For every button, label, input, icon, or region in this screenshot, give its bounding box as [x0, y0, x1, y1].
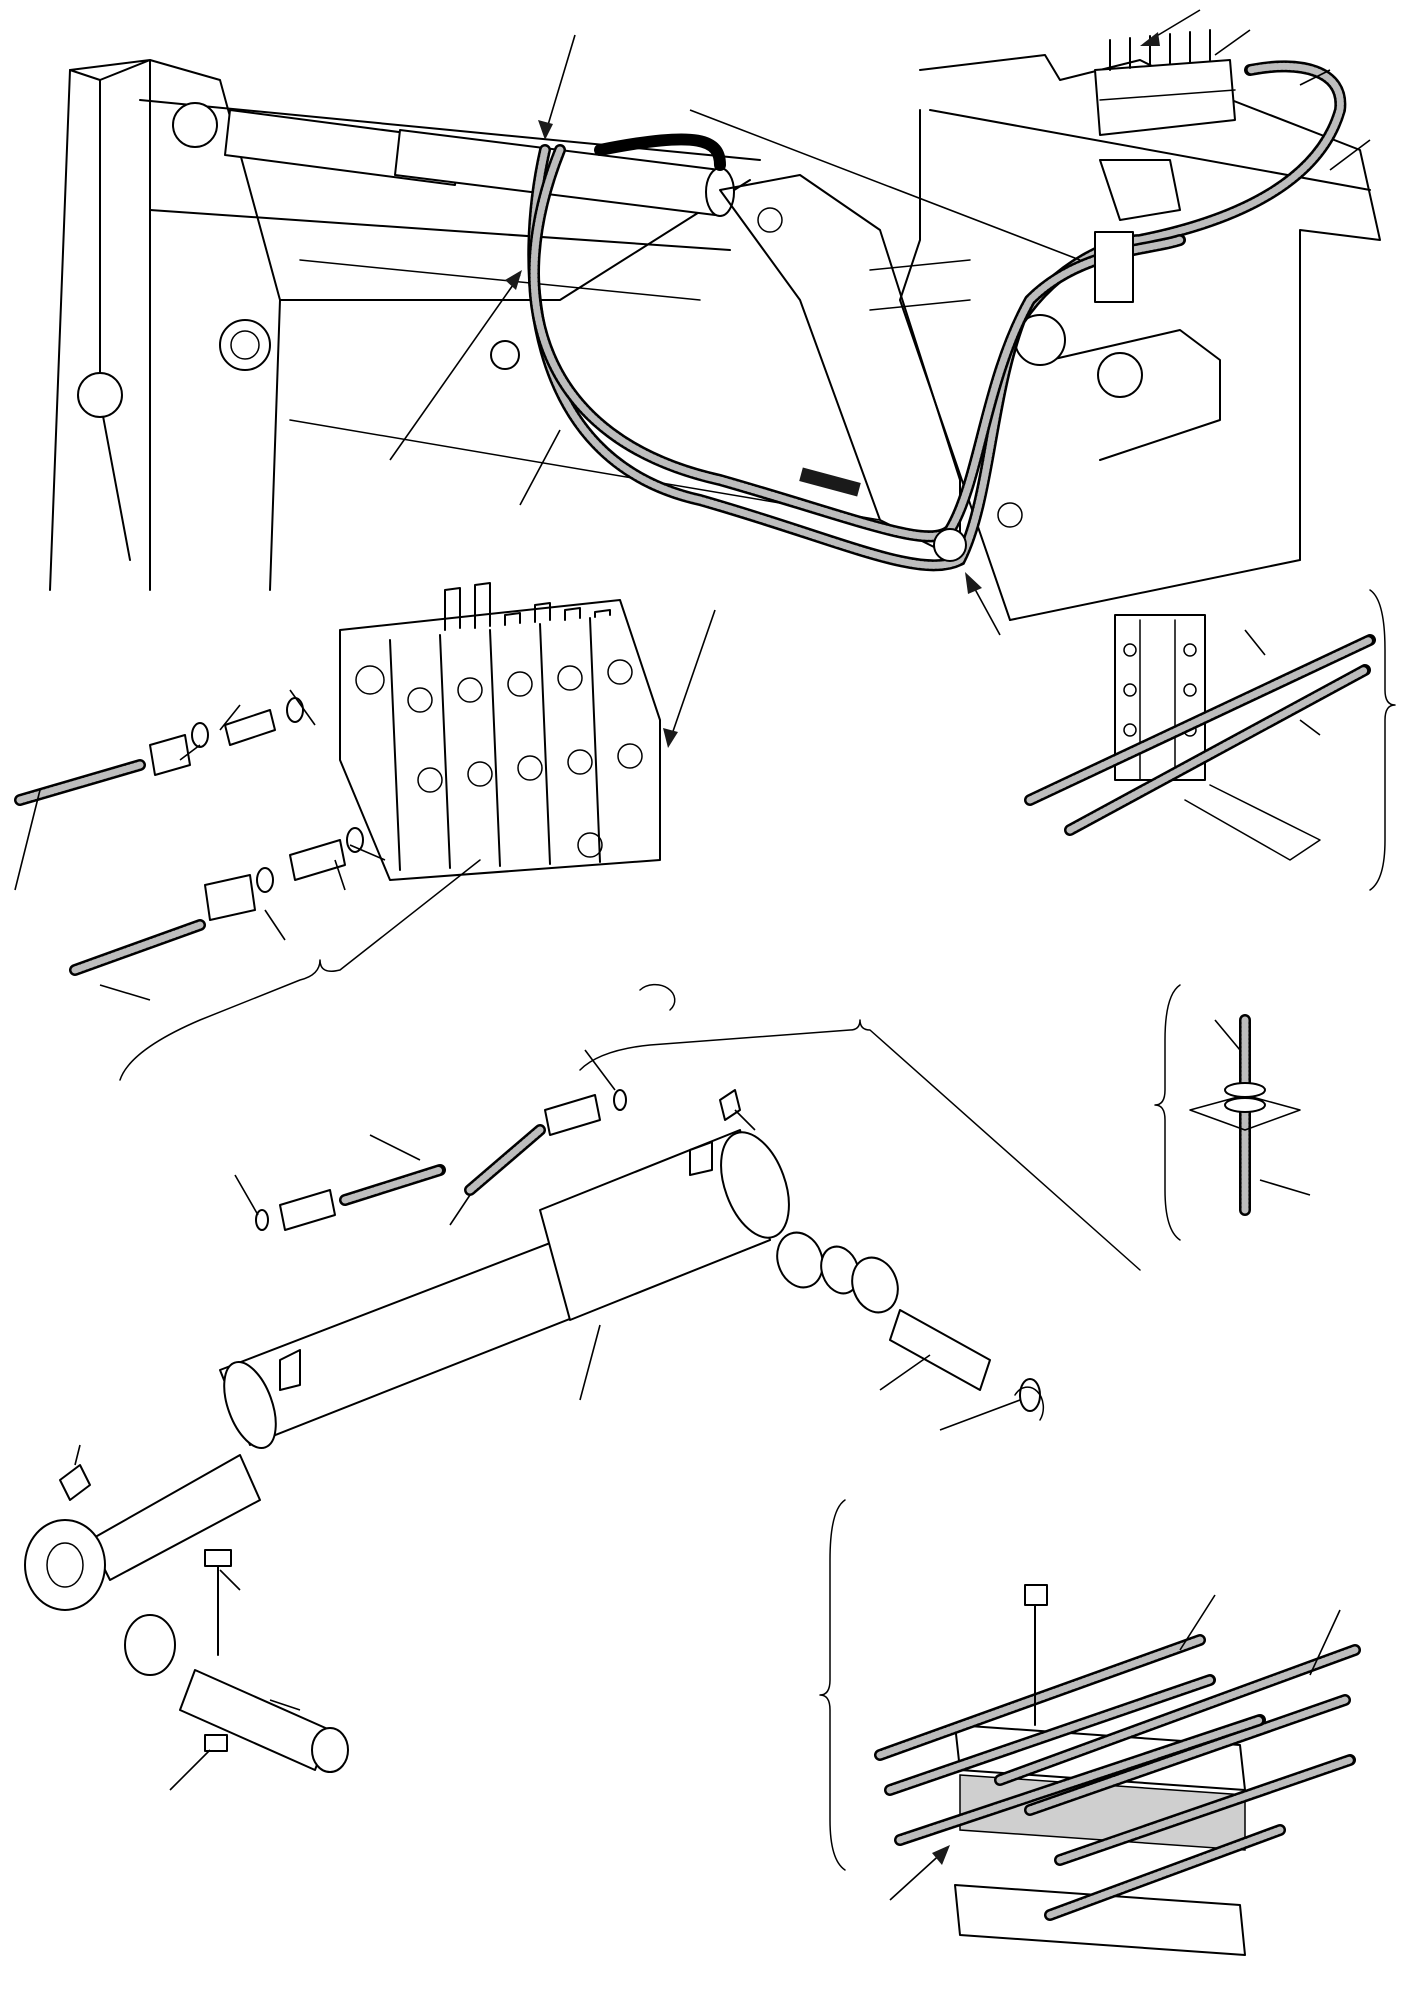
boom-lift-cylinder	[225, 110, 734, 216]
boom-pivot-pin	[220, 320, 270, 370]
boom-pivot-boss	[173, 103, 217, 147]
detail-hose-separator	[1030, 590, 1395, 890]
hose-routing	[491, 66, 1340, 565]
piston-rod	[90, 1455, 260, 1580]
boom-assembly-view	[50, 10, 1380, 635]
detail-hose-bundle-clamp	[820, 1500, 1355, 1955]
valve-fittings-upper	[20, 698, 303, 800]
rod-end-pin-set	[125, 1550, 348, 1772]
snap-ring-icon	[1015, 1387, 1043, 1420]
top-control-valve	[1095, 30, 1235, 135]
snap-ring-icon	[640, 985, 675, 1010]
control-valve-body	[340, 600, 660, 880]
cylinder-head-end	[708, 1123, 802, 1247]
rod-eye	[25, 1520, 105, 1610]
cylinder-hose-left	[256, 1170, 440, 1230]
control-valve-exploded	[15, 583, 715, 1080]
clamp-plate-lower	[955, 1885, 1245, 1955]
detail-hose-grommet	[1155, 985, 1310, 1240]
pin-and-bushing-set	[770, 1226, 1040, 1411]
hose-separator-block	[1095, 232, 1133, 302]
valve-fittings-lower	[75, 828, 363, 970]
cylinder-hose-right	[470, 1090, 626, 1190]
bucket-cylinder-exploded	[25, 985, 1140, 1790]
